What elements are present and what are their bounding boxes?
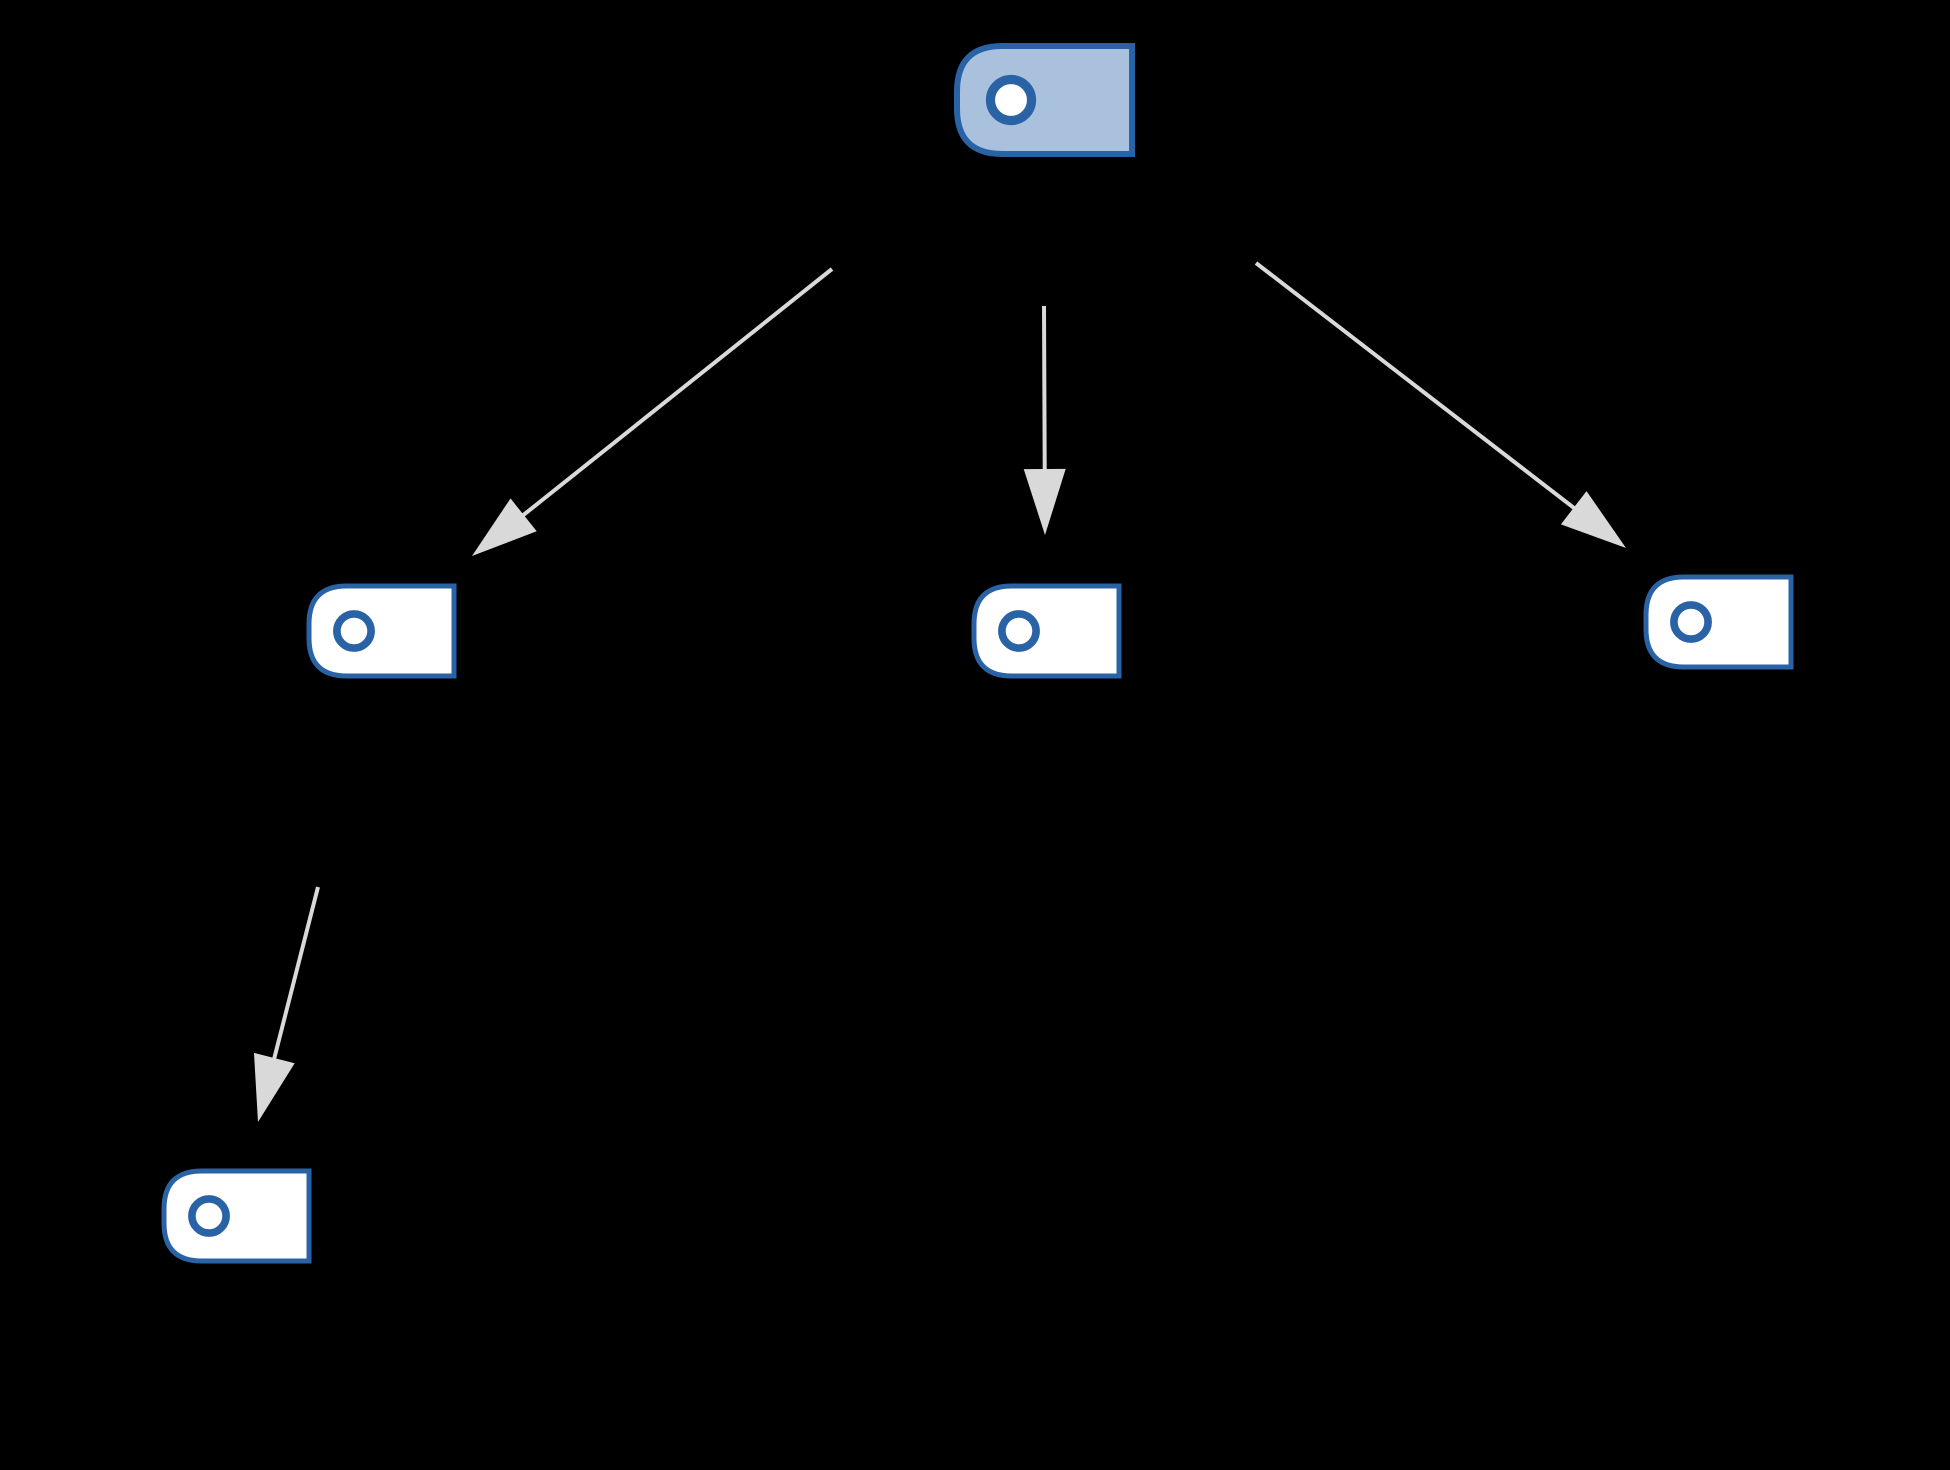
arrowhead-icon	[253, 1052, 295, 1122]
node-shape[interactable]	[306, 583, 457, 679]
node-child-right[interactable]	[1643, 574, 1794, 670]
tag-icon	[985, 74, 1037, 126]
arrowhead-icon	[1023, 468, 1066, 535]
arrowhead-icon	[1560, 491, 1626, 548]
edge-line	[519, 267, 834, 519]
edge-child-left-to-grandchild-left	[253, 886, 320, 1122]
node-grandchild-left[interactable]	[161, 1168, 312, 1264]
edge-line	[1254, 261, 1579, 512]
node-child-left[interactable]	[306, 583, 457, 679]
node-root[interactable]	[954, 43, 1135, 157]
edge-line	[1042, 305, 1047, 474]
tag-icon	[333, 610, 375, 652]
node-shape[interactable]	[1643, 574, 1794, 670]
tag-icon	[1670, 601, 1712, 643]
node-shape[interactable]	[971, 583, 1122, 679]
edge-root-to-child-right	[1254, 261, 1626, 548]
edge-root-to-child-middle	[1023, 305, 1066, 535]
tag-icon	[998, 610, 1040, 652]
node-shape[interactable]	[161, 1168, 312, 1264]
edge-line	[271, 886, 320, 1063]
node-child-middle[interactable]	[971, 583, 1122, 679]
tag-icon	[188, 1195, 230, 1237]
edge-root-to-child-left	[472, 267, 834, 556]
arrowhead-icon	[472, 498, 537, 556]
node-shape[interactable]	[954, 43, 1135, 157]
